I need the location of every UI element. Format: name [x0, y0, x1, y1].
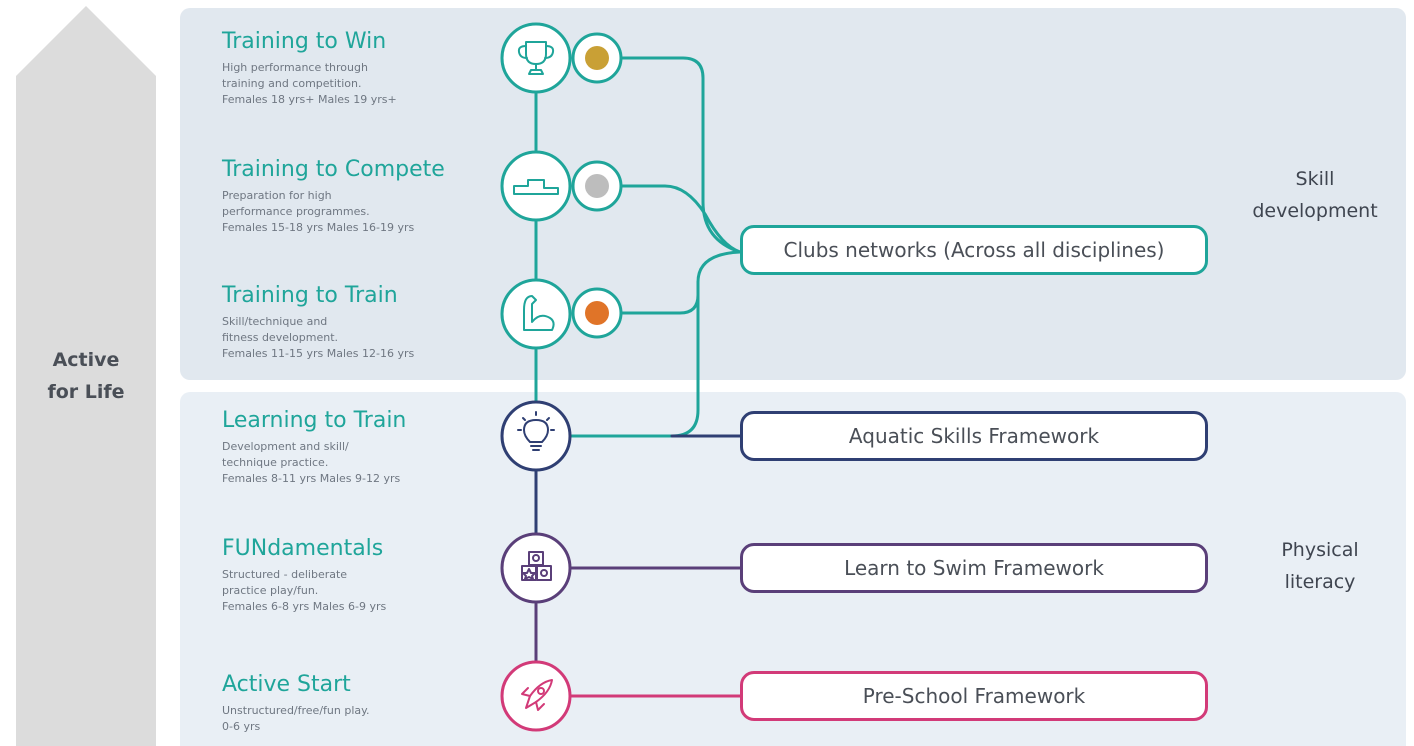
active-for-life-label: Active for Life [16, 344, 156, 408]
stage-desc-line: Structured - deliberate [222, 568, 348, 581]
stage-training-to-train: Training to Train Skill/technique and fi… [222, 282, 512, 362]
stage-title: Training to Compete [222, 157, 445, 182]
learn-to-swim-framework-box: Learn to Swim Framework [740, 543, 1208, 593]
stage-node-active-start [500, 660, 572, 732]
stage-desc-line: technique practice. [222, 456, 329, 469]
clubs-networks-box: Clubs networks (Across all disciplines) [740, 225, 1208, 275]
skill-development-panel [180, 8, 1406, 380]
physical-literacy-line1: Physical [1281, 539, 1359, 561]
stage-description: Structured - deliberate practice play/fu… [222, 567, 512, 615]
stage-desc-line: Development and skill/ [222, 440, 349, 453]
stage-desc-line: 0-6 yrs [222, 720, 261, 733]
stage-desc-line: Females 18 yrs+ Males 19 yrs+ [222, 93, 397, 106]
stage-desc-line: fitness development. [222, 331, 338, 344]
stage-desc-line: practice play/fun. [222, 584, 319, 597]
pre-school-framework-box: Pre-School Framework [740, 671, 1208, 721]
stage-desc-line: Females 8-11 yrs Males 9-12 yrs [222, 472, 401, 485]
physical-literacy-line2: literacy [1284, 571, 1356, 593]
lightbulb-icon [517, 411, 555, 451]
stage-title: Active Start [222, 672, 351, 697]
active-for-life-line1: Active [52, 349, 120, 371]
stage-desc-line: Females 6-8 yrs Males 6-9 yrs [222, 600, 387, 613]
stage-description: Preparation for high performance program… [222, 188, 512, 236]
stage-description: Development and skill/ technique practic… [222, 439, 512, 487]
stage-title: Training to Train [222, 283, 398, 308]
physical-literacy-label: Physical literacy [1245, 534, 1395, 598]
skill-development-label: Skill development [1240, 163, 1390, 227]
stage-title: Training to Win [222, 29, 387, 54]
branch-bronze-to-clubs [620, 250, 742, 315]
stage-desc-line: Females 11-15 yrs Males 12-16 yrs [222, 347, 415, 360]
stage-node-training-to-train [500, 278, 572, 350]
stage-active-start: Active Start Unstructured/free/fun play.… [222, 671, 512, 735]
trophy-icon [517, 41, 555, 75]
stage-title: Learning to Train [222, 408, 407, 433]
stage-desc-line: performance programmes. [222, 205, 370, 218]
stage-description: High performance through training and co… [222, 60, 512, 108]
stage-learning-to-train: Learning to Train Development and skill/… [222, 407, 512, 487]
aquatic-skills-framework-box: Aquatic Skills Framework [740, 411, 1208, 461]
stage-description: Skill/technique and fitness development.… [222, 314, 512, 362]
stage-node-training-to-compete [500, 150, 572, 222]
stage-title: FUNdamentals [222, 536, 384, 561]
branch-gold-to-clubs [620, 56, 742, 254]
stage-node-learning-to-train [500, 400, 572, 472]
stage-desc-line: training and competition. [222, 77, 362, 90]
stage-training-to-compete: Training to Compete Preparation for high… [222, 156, 512, 236]
toy-blocks-icon [521, 551, 552, 581]
stage-desc-line: Preparation for high [222, 189, 332, 202]
flexed-arm-icon [523, 295, 555, 331]
stage-desc-line: High performance through [222, 61, 368, 74]
branch-silver-to-clubs [620, 184, 742, 254]
active-for-life-line2: for Life [47, 381, 125, 403]
skill-development-line2: development [1252, 200, 1378, 222]
stage-desc-line: Unstructured/free/fun play. [222, 704, 370, 717]
skill-development-line1: Skill [1295, 168, 1335, 190]
bronze-medal-icon [585, 301, 609, 325]
gold-medal-icon [585, 46, 609, 70]
stage-training-to-win: Training to Win High performance through… [222, 28, 512, 108]
podium-icon [513, 179, 559, 195]
silver-medal-icon [585, 174, 609, 198]
active-for-life-arrow [16, 6, 156, 746]
stage-fundamentals: FUNdamentals Structured - deliberate pra… [222, 535, 512, 615]
stage-desc-line: Females 15-18 yrs Males 16-19 yrs [222, 221, 415, 234]
stage-node-training-to-win [500, 22, 572, 94]
stage-description: Unstructured/free/fun play. 0-6 yrs [222, 703, 512, 735]
stage-desc-line: Skill/technique and [222, 315, 328, 328]
rocket-icon [521, 679, 553, 711]
